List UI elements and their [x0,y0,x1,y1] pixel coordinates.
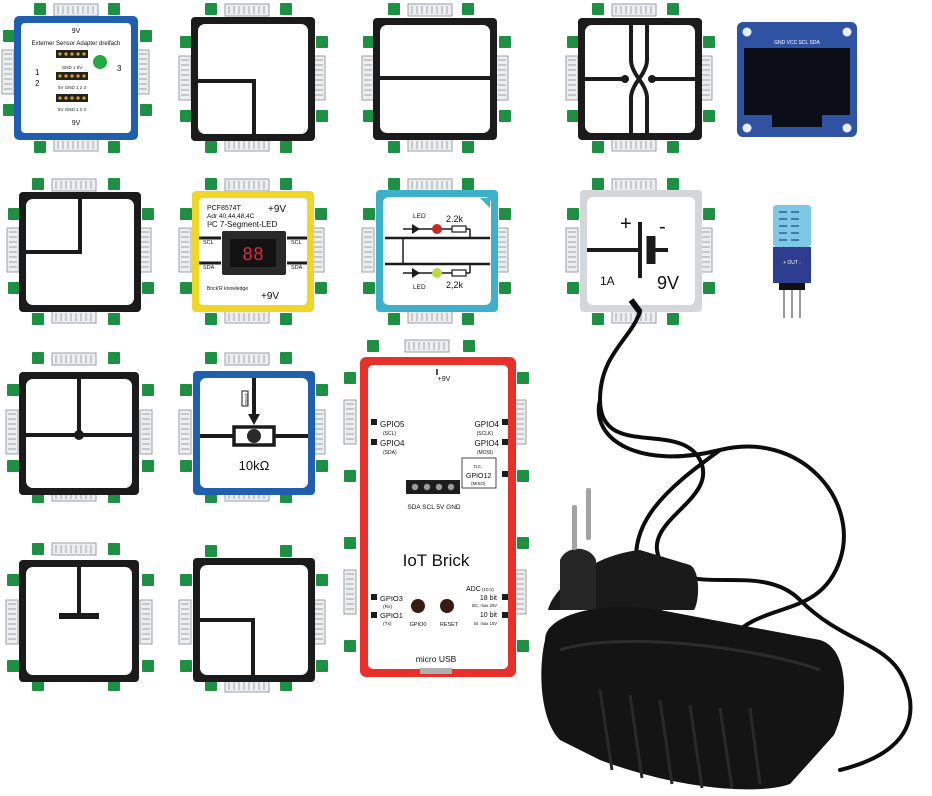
bit18-sub: I2C, max 20V [472,603,498,608]
gpio0-label: GPIO0 [410,622,427,628]
t-junction-brick [5,352,154,503]
adapter-label-3: 3 [117,64,122,73]
bit10-sub: int. max 10V [474,621,497,626]
usb-label: micro USB [416,654,457,664]
gpio4-left-label: GPIO4 [380,439,405,448]
seg-chip-label: PCF8574T [207,205,242,212]
red-led-icon [432,224,442,234]
plug-pin-1 [572,505,577,550]
seg-scl-right: SCL [291,240,302,246]
corner-brick-2 [6,178,154,325]
gpio0-button[interactable] [411,599,425,613]
seg-voltage-top: +9V [268,204,286,215]
i2c-header [406,480,460,494]
green-led-icon [432,268,442,278]
gpio12-label: GPIO12 [466,473,491,480]
led-res-top: 2.2k [446,214,464,224]
power-brick: + - 1A 9V [565,178,715,325]
crossing-brick [565,3,715,153]
end-cap-brick [5,542,154,691]
pot-value: 10kΩ [239,458,270,473]
adc-label: ADC [466,586,481,593]
adapter-body [541,606,845,790]
gpio1-label: GPIO1 [380,611,403,620]
gpio4-left-sub: (SDA) [383,450,397,456]
gpio4-right-sub: (SCLK) [477,431,494,437]
gpio4-right2-label: GPIO4 [475,439,500,448]
gpio5-label: GPIO5 [380,420,405,429]
iot-brick: +9V GPIO5 (SCL) GPIO4 (SDA) GPIO4 (SCLK)… [343,339,529,677]
led-label-bottom: LED [413,284,426,291]
seg-scl-left: SCL [203,240,214,246]
power-adapter [541,298,913,790]
gpio12-sub: (MISO) [471,481,486,486]
iot-title: IoT Brick [403,551,470,570]
plus-sign: + [620,213,632,235]
pot-small-value: 1000Ω [244,393,249,405]
status-led-icon [93,55,107,69]
led-brick: LED 2.2k LED 2,2k [361,178,511,325]
led-res-bottom: 2,2k [446,280,464,290]
corner-brick [178,3,328,153]
minus-sign: - [659,216,666,238]
led-label-top: LED [413,213,426,220]
micro-usb-port[interactable] [420,668,452,674]
reset-button[interactable] [440,599,454,613]
bit18-label: 18 bit [480,595,497,602]
seg-address-label: Adr 40,44,48,4C [207,213,255,220]
gpio4-right2-sub: (MOSI) [477,450,493,456]
iot-supply: +9V [438,376,451,383]
svg-text:88: 88 [242,244,264,265]
reset-label: RESET [440,622,459,628]
straight-brick [361,3,511,153]
oled-display-module: GND VCC SCL SDA [737,22,857,137]
seg-name-label: I²C 7-Segment-LED [207,220,277,229]
corner-brick-3 [178,545,328,693]
adapter-label-2: 2 [35,79,40,88]
seg-sda-right: SDA [291,265,303,271]
battery-current: 1A [600,274,615,288]
dht-pin-labels: + OUT - [783,260,801,266]
adapter-header3-labels: 5V GND 1 2 3 [58,107,87,112]
adapter-title: Externer Sensor Adapter dreifach [32,41,121,47]
battery-voltage: 9V [657,273,679,293]
oled-screen [744,48,850,115]
potentiometer-brick: 1000Ω 10kΩ [178,352,328,503]
gpio5-sub: (SCL) [383,431,396,437]
adapter-label-1: 1 [35,68,40,77]
adc-sub: (10:1) [482,587,494,592]
gpio3-sub: (Rx) [383,604,392,610]
gpio1-sub: (Tx) [383,621,392,627]
adapter-header1-labels: GND 1 5V [62,65,83,70]
seg-sda-left: SDA [203,265,215,271]
pot-knob-icon [247,429,261,443]
nc-label: n.c. [474,464,482,470]
plug-pin-2 [586,488,591,540]
dht-sensor-module: + OUT - [773,205,811,318]
oled-pin-labels: GND VCC SCL SDA [774,40,820,46]
seven-segment-brick: PCF8574T Adr 40,44,48,4C I²C 7-Segment-L… [178,178,327,325]
bit10-label: 10 bit [480,612,497,619]
gpio3-label: GPIO3 [380,594,403,603]
adapter-voltage-bottom: 9V [72,120,81,127]
sensor-adapter-brick: 9V Externer Sensor Adapter dreifach GND … [1,3,152,153]
brick-logo: Brick'R knowledge [207,286,248,292]
adapter-header2-labels: 5V GND 1 2 3 [58,85,87,90]
seg-voltage-bottom: +9V [261,291,279,302]
gpio4-right-label: GPIO4 [475,420,500,429]
adapter-voltage-top: 9V [72,28,81,35]
header-labels: SDA SCL 5V GND [407,504,461,511]
